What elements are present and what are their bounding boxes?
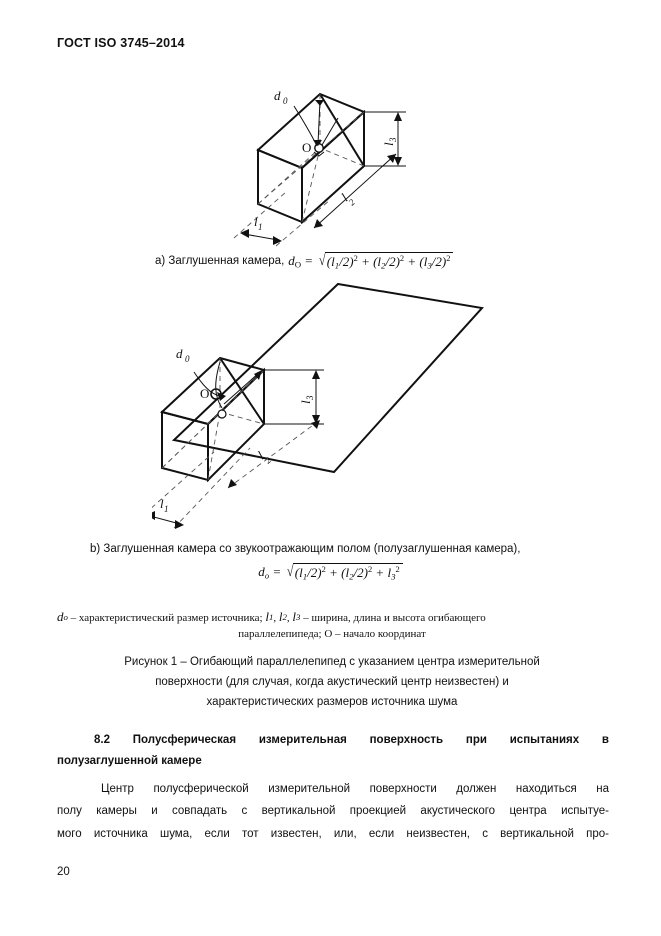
d0-arrowheads (313, 100, 324, 146)
dimension-l1: l 1 (152, 447, 251, 529)
section-heading-line-2: полузаглушенной камере (57, 754, 202, 767)
figure-b-caption: b) Заглушенная камера со звукоотражающим… (90, 543, 521, 555)
figure-b-formula: do = √ (l1/2)2 + (l2/2)2 + l32 (258, 563, 403, 581)
dimension-l2: l 2 (313, 153, 397, 229)
figure-title-line-1: Рисунок 1 – Огибающий параллелепипед с у… (124, 656, 540, 668)
formula-a-radicand: (l1/2)2 + (l2/2)2 + (l3/2)2 (324, 252, 454, 270)
label-origin: O (200, 386, 209, 401)
formula-b-equals: = (273, 564, 281, 579)
label-d0: d (176, 346, 183, 361)
label-d0: d (274, 88, 281, 103)
figure-a-caption: a) Заглушенная камера, dO = √ (l1/2)2 + … (155, 252, 454, 270)
figure-title-line-2: поверхности (для случая, когда акустичес… (155, 676, 509, 689)
label-l2-subscript: 2 (347, 197, 357, 208)
label-origin: O (302, 140, 311, 155)
formula-a-radical: √ (l1/2)2 + (l2/2)2 + (l3/2)2 (318, 252, 454, 270)
page-number: 20 (57, 866, 70, 878)
label-l1-subscript: 1 (258, 222, 263, 232)
document-header: ГОСТ ISO 3745–2014 (57, 36, 185, 50)
label-l3-subscript: 3 (388, 137, 398, 143)
figure-b-diagram: d 0 O l 3 l 2 (152, 272, 552, 534)
body-paragraph-line-3: мого источника шума, если тот известен, … (57, 827, 609, 840)
label-d0-subscript: 0 (185, 354, 190, 364)
label-d0-subscript: 0 (283, 96, 288, 106)
d0-leader-lines (293, 99, 339, 147)
label-l2-subscript: 2 (263, 455, 273, 466)
dimension-l3: l 3 (364, 111, 406, 167)
reflecting-plane (171, 282, 484, 474)
figure-a-caption-text: a) Заглушенная камера, (155, 255, 285, 267)
label-l3: l (298, 400, 313, 404)
label-l1-subscript: 1 (164, 504, 169, 514)
d0-arrowheads (217, 370, 262, 401)
section-heading-8-2: 8.2 Полусферическая измерительная поверх… (57, 730, 609, 771)
radical-sign-icon: √ (318, 253, 325, 269)
figure-title-line-3: характеристических размеров источника шу… (206, 696, 458, 709)
body-paragraph: Центр полусферической измерительной пове… (57, 778, 609, 845)
box-hidden-edges (161, 358, 265, 481)
formula-a-lhs: dO (288, 253, 302, 270)
figure-b-formula-row: do = √ (l1/2)2 + (l2/2)2 + l32 (0, 563, 661, 581)
box-solid-edges (159, 356, 266, 483)
figure-legend-text-1: – характеристический размер источника; (70, 612, 263, 624)
label-l1: l (160, 496, 164, 511)
dimension-l1: l 1 (233, 191, 331, 247)
body-paragraph-line-2: полу камеры и совпадать с вертикальной п… (57, 805, 609, 818)
section-heading-line-1: 8.2 Полусферическая измерительная поверх… (94, 734, 609, 746)
formula-a-equals: = (305, 253, 313, 268)
body-paragraph-line-1: Центр полусферической измерительной пове… (101, 783, 609, 795)
figure-a-formula: dO = √ (l1/2)2 + (l2/2)2 + (l3/2)2 (288, 252, 454, 270)
dimension-l3: l 3 (264, 369, 324, 425)
formula-b-radical: √ (l1/2)2 + (l2/2)2 + l32 (286, 563, 403, 581)
label-l3: l (381, 142, 396, 146)
label-l1: l (254, 214, 258, 229)
figure-legend-text-2: – ширина, длина и высота огибающего (303, 612, 486, 624)
origin-marker (210, 388, 227, 419)
label-l3-subscript: 3 (305, 395, 315, 401)
d0-leader-lines (193, 361, 261, 409)
figure-title: Рисунок 1 – Огибающий параллелепипед с у… (57, 652, 607, 712)
figure-a-diagram: d 0 O l 3 l 2 (222, 78, 442, 250)
formula-b-radicand: (l1/2)2 + (l2/2)2 + l32 (292, 563, 403, 581)
radical-sign-icon: √ (286, 564, 293, 580)
formula-b-lhs: do (258, 564, 270, 581)
figure-legend-line-2: параллелепипеда; О – начало координат (238, 627, 426, 640)
